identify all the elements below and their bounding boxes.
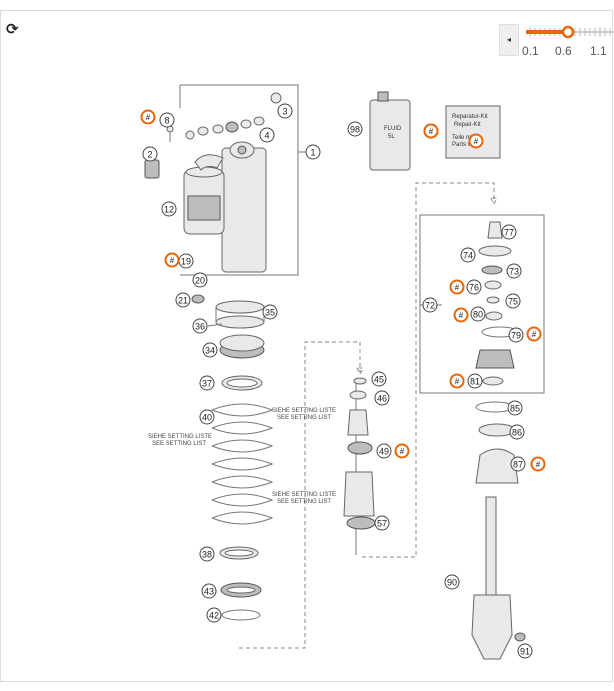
zoom-prev-button[interactable]: ◂ [499,24,519,56]
zoom-label-mid: 0.6 [555,44,572,58]
diagram-frame [0,10,613,682]
chevron-left-icon: ◂ [506,35,511,44]
zoom-label-min: 0.1 [522,44,539,58]
zoom-fill [526,30,568,34]
zoom-label-max: 1.1 [590,44,607,58]
refresh-icon[interactable]: ⟳ [6,20,19,38]
zoom-slider[interactable]: 0.1 0.6 1.1 [522,18,614,62]
zoom-handle[interactable] [561,25,575,39]
